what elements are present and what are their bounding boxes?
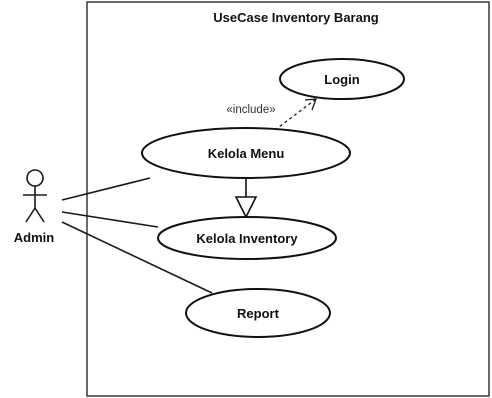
actor-right-leg bbox=[34, 207, 45, 223]
actor-head bbox=[26, 169, 44, 187]
actor-admin: Admin bbox=[14, 169, 55, 245]
include-arrowhead bbox=[304, 98, 317, 111]
use-case-kelola-menu: Kelola Menu bbox=[141, 127, 351, 179]
use-case-report-label: Report bbox=[237, 306, 280, 321]
use-case-login-label: Login bbox=[324, 72, 359, 87]
actor-label: Admin bbox=[14, 230, 55, 245]
system-title: UseCase Inventory Barang bbox=[213, 10, 379, 25]
include-stereotype-label: «include» bbox=[226, 104, 275, 116]
include-line bbox=[274, 98, 317, 131]
use-case-login: Login bbox=[279, 58, 405, 100]
use-case-kelola-inventory-ellipse bbox=[157, 216, 337, 260]
use-case-kelola-menu-label: Kelola Menu bbox=[208, 146, 285, 161]
use-case-login-ellipse bbox=[279, 58, 405, 100]
generalization-arrowhead bbox=[234, 196, 258, 219]
association-report bbox=[61, 221, 213, 294]
use-case-kelola-menu-ellipse bbox=[141, 127, 351, 179]
system-boundary bbox=[86, 1, 490, 397]
actor-left-leg bbox=[25, 207, 36, 223]
use-case-kelola-inventory-label: Kelola Inventory bbox=[196, 231, 298, 246]
use-case-report: Report bbox=[185, 288, 331, 338]
use-case-report-ellipse bbox=[185, 288, 331, 338]
association-kelola-menu bbox=[61, 177, 151, 201]
use-case-kelola-inventory: Kelola Inventory bbox=[157, 216, 337, 260]
association-kelola-inventory bbox=[61, 211, 159, 228]
